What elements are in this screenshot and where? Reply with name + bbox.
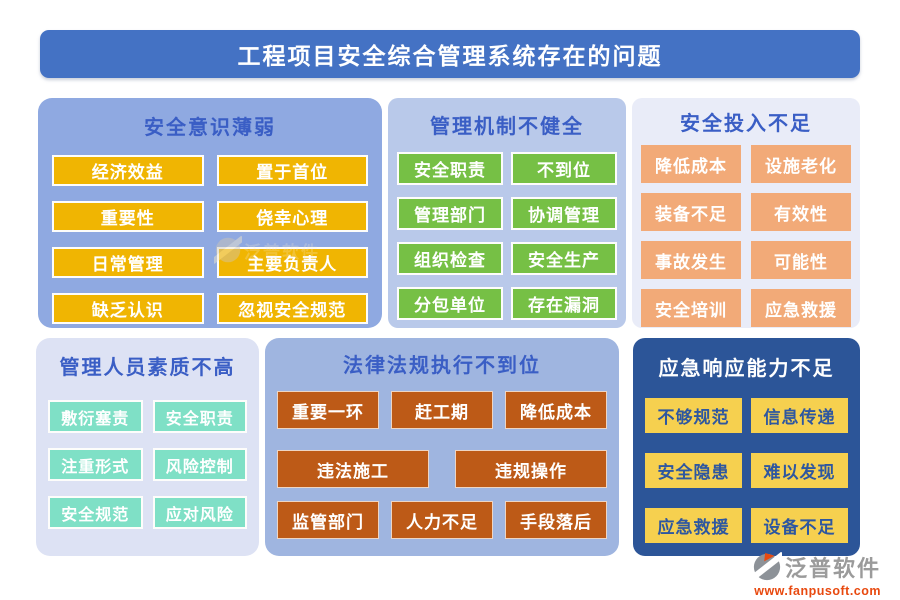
emergency-response-tag-grid: 不够规范信息传递安全隐患难以发现应急救援设备不足 xyxy=(645,398,848,543)
mechanism-tag: 分包单位 xyxy=(397,287,503,320)
mechanism-tag: 存在漏洞 xyxy=(511,287,617,320)
management-mechanism-tag-grid: 安全职责不到位管理部门协调管理组织检查安全生产分包单位存在漏洞 xyxy=(397,152,617,320)
investment-tag: 设施老化 xyxy=(751,145,851,183)
law-tag: 赶工期 xyxy=(391,391,493,429)
mechanism-tag: 协调管理 xyxy=(511,197,617,230)
emergency-tag: 设备不足 xyxy=(751,508,848,543)
panel-staff-quality-title: 管理人员素质不高 xyxy=(59,357,236,379)
law-tag: 违法施工 xyxy=(277,450,429,488)
awareness-tag: 主要负责人 xyxy=(216,247,368,278)
panel-law-enforcement-title: 法律法规执行不到位 xyxy=(343,355,541,377)
quality-tag: 安全职责 xyxy=(152,400,247,433)
panel-staff-quality: 管理人员素质不高 敷衍塞责安全职责注重形式风险控制安全规范应对风险 xyxy=(36,338,259,556)
awareness-tag: 侥幸心理 xyxy=(216,201,368,232)
law-tag: 降低成本 xyxy=(505,391,607,429)
panel-law-enforcement: 法律法规执行不到位 重要一环赶工期降低成本 违法施工违规操作 监管部门人力不足手… xyxy=(265,338,619,556)
law-tag: 监管部门 xyxy=(277,501,379,539)
investment-tag: 装备不足 xyxy=(641,193,741,231)
quality-tag: 应对风险 xyxy=(152,496,247,529)
brand-url: www.fanpusoft.com xyxy=(754,584,882,598)
brand-name: 泛普软件 xyxy=(785,556,882,581)
panel-safety-awareness-title: 安全意识薄弱 xyxy=(144,117,276,139)
panel-emergency-response: 应急响应能力不足 不够规范信息传递安全隐患难以发现应急救援设备不足 xyxy=(633,338,860,556)
emergency-tag: 应急救援 xyxy=(645,508,742,543)
panel-safety-investment-title: 安全投入不足 xyxy=(680,113,812,135)
mechanism-tag: 安全生产 xyxy=(511,242,617,275)
brand-watermark-row: 泛普软件 xyxy=(752,551,881,583)
awareness-tag: 缺乏认识 xyxy=(52,293,204,324)
staff-quality-tag-grid: 敷衍塞责安全职责注重形式风险控制安全规范应对风险 xyxy=(48,400,247,529)
investment-tag: 应急救援 xyxy=(751,289,851,327)
law-tag-row-3: 监管部门人力不足手段落后 xyxy=(277,501,607,539)
quality-tag: 敷衍塞责 xyxy=(48,400,143,433)
quality-tag: 风险控制 xyxy=(152,448,247,481)
page-title-banner: 工程项目安全综合管理系统存在的问题 xyxy=(40,30,860,78)
brand-watermark: 泛普软件 www.fanpusoft.com xyxy=(752,551,881,598)
emergency-tag: 不够规范 xyxy=(645,398,742,433)
investment-tag: 可能性 xyxy=(751,241,851,279)
safety-investment-tag-grid: 降低成本设施老化装备不足有效性事故发生可能性安全培训应急救援 xyxy=(641,145,851,327)
law-tag-row-2: 违法施工违规操作 xyxy=(277,450,607,488)
law-tag-row-1: 重要一环赶工期降低成本 xyxy=(277,391,607,429)
mechanism-tag: 组织检查 xyxy=(397,242,503,275)
emergency-tag: 安全隐患 xyxy=(645,453,742,488)
awareness-tag: 置于首位 xyxy=(216,155,368,186)
safety-awareness-tag-grid: 经济效益置于首位重要性侥幸心理日常管理主要负责人缺乏认识忽视安全规范 xyxy=(52,155,368,324)
law-tag: 手段落后 xyxy=(505,501,607,539)
investment-tag: 有效性 xyxy=(751,193,851,231)
law-tag: 人力不足 xyxy=(391,501,493,539)
awareness-tag: 日常管理 xyxy=(52,247,204,278)
law-tag: 重要一环 xyxy=(277,391,379,429)
mechanism-tag: 不到位 xyxy=(511,152,617,185)
awareness-tag: 经济效益 xyxy=(52,155,204,186)
investment-tag: 安全培训 xyxy=(641,289,741,327)
law-tag: 违规操作 xyxy=(455,450,607,488)
investment-tag: 降低成本 xyxy=(641,145,741,183)
panel-safety-awareness: 安全意识薄弱 经济效益置于首位重要性侥幸心理日常管理主要负责人缺乏认识忽视安全规… xyxy=(38,98,382,328)
mechanism-tag: 管理部门 xyxy=(397,197,503,230)
quality-tag: 注重形式 xyxy=(48,448,143,481)
panel-management-mechanism-title: 管理机制不健全 xyxy=(430,116,584,138)
emergency-tag: 难以发现 xyxy=(751,453,848,488)
investment-tag: 事故发生 xyxy=(641,241,741,279)
page-title: 工程项目安全综合管理系统存在的问题 xyxy=(237,43,663,69)
awareness-tag: 重要性 xyxy=(52,201,204,232)
panel-safety-investment: 安全投入不足 降低成本设施老化装备不足有效性事故发生可能性安全培训应急救援 xyxy=(632,98,860,328)
panel-emergency-response-title: 应急响应能力不足 xyxy=(658,358,835,380)
emergency-tag: 信息传递 xyxy=(751,398,848,433)
panel-management-mechanism: 管理机制不健全 安全职责不到位管理部门协调管理组织检查安全生产分包单位存在漏洞 xyxy=(388,98,626,328)
fanpu-logo-icon xyxy=(752,552,782,582)
quality-tag: 安全规范 xyxy=(48,496,143,529)
mechanism-tag: 安全职责 xyxy=(397,152,503,185)
awareness-tag: 忽视安全规范 xyxy=(216,293,368,324)
